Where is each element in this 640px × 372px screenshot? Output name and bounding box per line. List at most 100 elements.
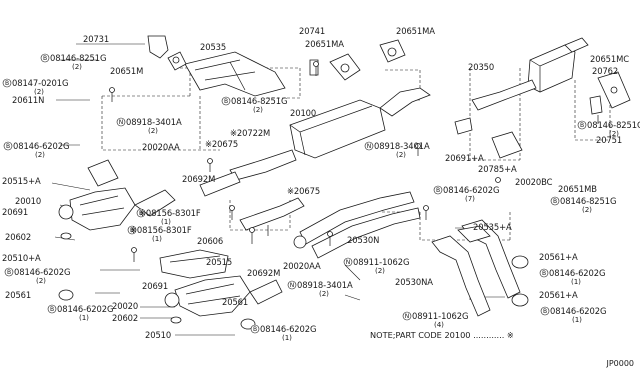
callout-20561a-top: 20561+A [539, 252, 578, 262]
callout-20651mc: 20651MC [590, 54, 630, 64]
svg-text:B: B [253, 326, 257, 333]
callout-20691a: 20691+A [445, 153, 484, 163]
callout-20722m: ※20722M [230, 128, 271, 138]
front-pipe-right [431, 219, 521, 317]
callout-20020bc: 20020BC [515, 177, 553, 187]
svg-text:N: N [367, 143, 372, 150]
callout-20020: 20020 [112, 301, 139, 311]
svg-text:B: B [580, 122, 584, 129]
callout-08146-8251g-right-bottom: 08146-8251G(2) [560, 196, 617, 214]
callout-20762: 20762 [592, 66, 619, 76]
callout-20606: 20606 [197, 236, 224, 246]
callout-08146-6202g-left: 08146-6202G(2) [13, 141, 70, 159]
leader-lines [51, 43, 611, 336]
svg-text:B: B [553, 198, 557, 205]
callout-08156-8301f-a: ※08156-8301F(1) [139, 208, 201, 226]
svg-text:B: B [130, 227, 134, 234]
callout-20741: 20741 [299, 26, 326, 36]
callout-20510: 20510 [145, 330, 172, 340]
svg-text:B: B [542, 270, 546, 277]
hanger-bracket [147, 35, 187, 71]
callout-20535a: 20535+A [473, 222, 512, 232]
part-code-note: NOTE;PART CODE 20100 ............ ※ [370, 330, 514, 340]
callout-08146-6202g-right-mid: 08146-6202G(1) [549, 268, 606, 286]
callout-08146-6202g-right-bottom: 08146-6202G(1) [550, 306, 607, 324]
callout-08918-3401a-bottom: 08918-3401A(2) [297, 280, 353, 298]
callout-20691-bottom: 20691 [142, 281, 169, 291]
callout-08156-8301f-b: ※08156-8301F(1) [130, 225, 192, 243]
rear-hanger-bracket [589, 71, 631, 115]
svg-text:N: N [119, 119, 124, 126]
callout-20651m: 20651M [110, 66, 144, 76]
svg-text:B: B [224, 98, 228, 105]
callout-20675-top: ※20675 [205, 139, 239, 149]
callout-20731: 20731 [83, 34, 110, 44]
callout-08146-6202g-bottom-center: 08146-6202G(1) [260, 324, 317, 342]
callout-20530n: 20530N [347, 235, 380, 245]
callout-20020aa-bottom: 20020AA [283, 261, 321, 271]
rear-muffler [471, 37, 589, 111]
mount-rubber-20741 [309, 53, 361, 81]
callout-20651ma-left: 20651MA [305, 39, 344, 49]
callout-20510a: 20510+A [2, 253, 41, 263]
drawing-code: JP0000 [606, 359, 634, 368]
callout-20611n: 20611N [12, 95, 45, 105]
svg-text:N: N [405, 313, 410, 320]
front-exhaust-pipe [239, 191, 421, 259]
callout-20100: 20100 [290, 108, 317, 118]
callout-20530na: 20530NA [395, 277, 433, 287]
callout-08146-8251g-right-top: 08146-8251G(2) [587, 120, 640, 138]
callout-08918-3401a-center: 08918-3401A(2) [374, 141, 430, 159]
bolts [109, 61, 599, 262]
svg-text:B: B [543, 308, 547, 315]
svg-text:B: B [5, 80, 9, 87]
catalytic-converter-right [164, 275, 283, 317]
callout-20561a-bottom: 20561+A [539, 290, 578, 300]
callout-20515: 20515 [206, 257, 233, 267]
callout-20785a: 20785+A [478, 164, 517, 174]
catalytic-converter-left [58, 159, 176, 231]
center-muffler [199, 87, 431, 197]
callout-08146-8251g-top: 08146-8251G(2) [50, 53, 107, 71]
rear-heat-shield [454, 117, 523, 159]
callout-08911-1062g-bottom: 08911-1062G(4) [412, 311, 469, 329]
svg-text:B: B [7, 269, 11, 276]
callout-20692m-bottom: 20692M [247, 268, 281, 278]
callout-20651ma-right: 20651MA [396, 26, 435, 36]
svg-text:N: N [290, 282, 295, 289]
callout-20561-center: 20561 [222, 297, 249, 307]
svg-text:B: B [43, 55, 47, 62]
callout-20535-top: 20535 [200, 42, 227, 52]
mount-rubber-20651ma [379, 39, 406, 63]
svg-text:B: B [436, 187, 440, 194]
callout-20602-bottom: 20602 [112, 313, 139, 323]
callout-08918-3401a-left: 08918-3401A(2) [126, 117, 182, 135]
callout-20350: 20350 [468, 62, 495, 72]
callout-20020aa-top: 20020AA [142, 142, 180, 152]
middle-heat-shield [159, 249, 229, 279]
callout-08146-6202g-mid-left: 08146-6202G(2) [14, 267, 71, 285]
callout-20602-top: 20602 [5, 232, 32, 242]
callout-08146-6202g-bottom-left: 08146-6202G(1) [57, 304, 114, 322]
callout-20010: 20010 [15, 196, 42, 206]
svg-text:N: N [346, 259, 351, 266]
callout-20651mb: 20651MB [558, 184, 597, 194]
callout-20515a: 20515+A [2, 176, 41, 186]
callout-20751: 20751 [596, 135, 623, 145]
callout-08147-0201g: 08147-0201G(2) [12, 78, 69, 96]
callout-markers: B B B N B B B B N N B B N B B B B N B [2, 53, 587, 334]
upper-heat-shield [184, 51, 286, 97]
callout-20692m-top: 20692M [182, 174, 216, 184]
callout-08146-6202g-center: 08146-6202G(7) [443, 185, 500, 203]
callout-20561-left: 20561 [5, 290, 32, 300]
callout-08911-1062g-top: 08911-1062G(2) [353, 257, 410, 275]
svg-text:B: B [6, 143, 10, 150]
svg-text:B: B [139, 210, 143, 217]
clamps [58, 232, 529, 330]
callout-20691-top: 20691 [2, 207, 29, 217]
svg-text:B: B [50, 306, 54, 313]
callout-08146-8251g-mid: 08146-8251G(2) [231, 96, 288, 114]
callout-20675-mid: ※20675 [287, 186, 321, 196]
